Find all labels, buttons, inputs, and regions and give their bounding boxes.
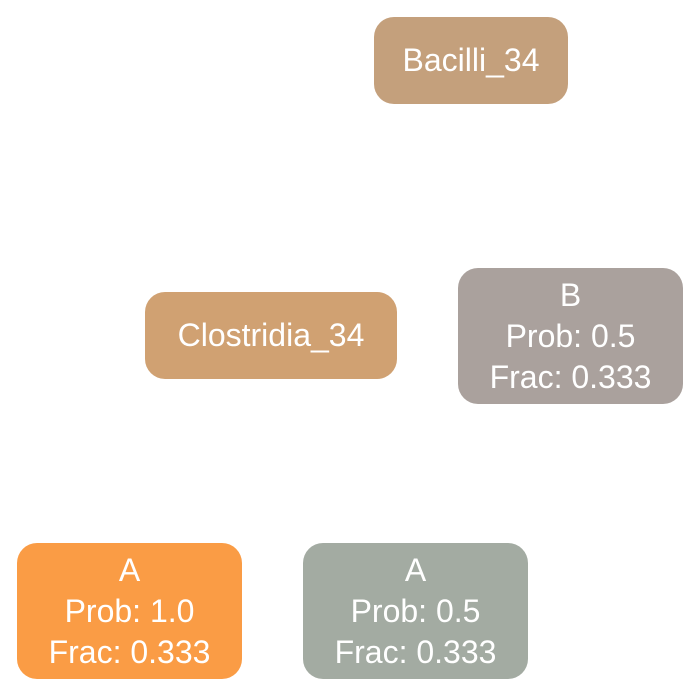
leaf-label: A [404,551,427,588]
leaf-prob: Prob: 0.5 [505,317,636,354]
leaf-node-a-right: A Prob: 0.5 Frac: 0.333 [303,543,528,679]
leaf-node-b: B Prob: 0.5 Frac: 0.333 [458,268,683,404]
node-label: Clostridia_34 [177,317,365,353]
node-clostridia: Clostridia_34 [145,292,397,379]
leaf-frac: Frac: 0.333 [489,358,652,395]
node-bacilli: Bacilli_34 [374,17,568,104]
leaf-node-a-left: A Prob: 1.0 Frac: 0.333 [17,543,242,679]
leaf-frac: Frac: 0.333 [334,633,497,670]
leaf-label: B [559,276,582,313]
leaf-prob: Prob: 0.5 [350,592,481,629]
node-label: Bacilli_34 [402,42,540,78]
leaf-frac: Frac: 0.333 [48,633,211,670]
leaf-label: A [118,551,141,588]
leaf-prob: Prob: 1.0 [64,592,195,629]
